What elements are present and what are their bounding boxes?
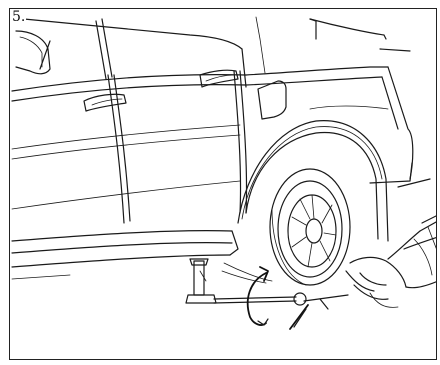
body-lines (12, 67, 388, 209)
front-door-handle (84, 94, 126, 111)
illustration-frame: 5. (9, 8, 437, 360)
vehicle-illustration (10, 9, 437, 360)
wheel-rim (288, 195, 336, 267)
rotation-arrow-icon (248, 267, 268, 325)
jack-handle (214, 293, 348, 329)
step-number: 5. (12, 9, 26, 25)
sleeve (420, 215, 437, 253)
window-frame (24, 17, 410, 87)
jack (186, 259, 216, 303)
side-mirror (16, 31, 50, 74)
hand (346, 231, 437, 307)
tire (270, 169, 350, 285)
door-edges (108, 71, 247, 223)
fuel-door (258, 81, 286, 119)
